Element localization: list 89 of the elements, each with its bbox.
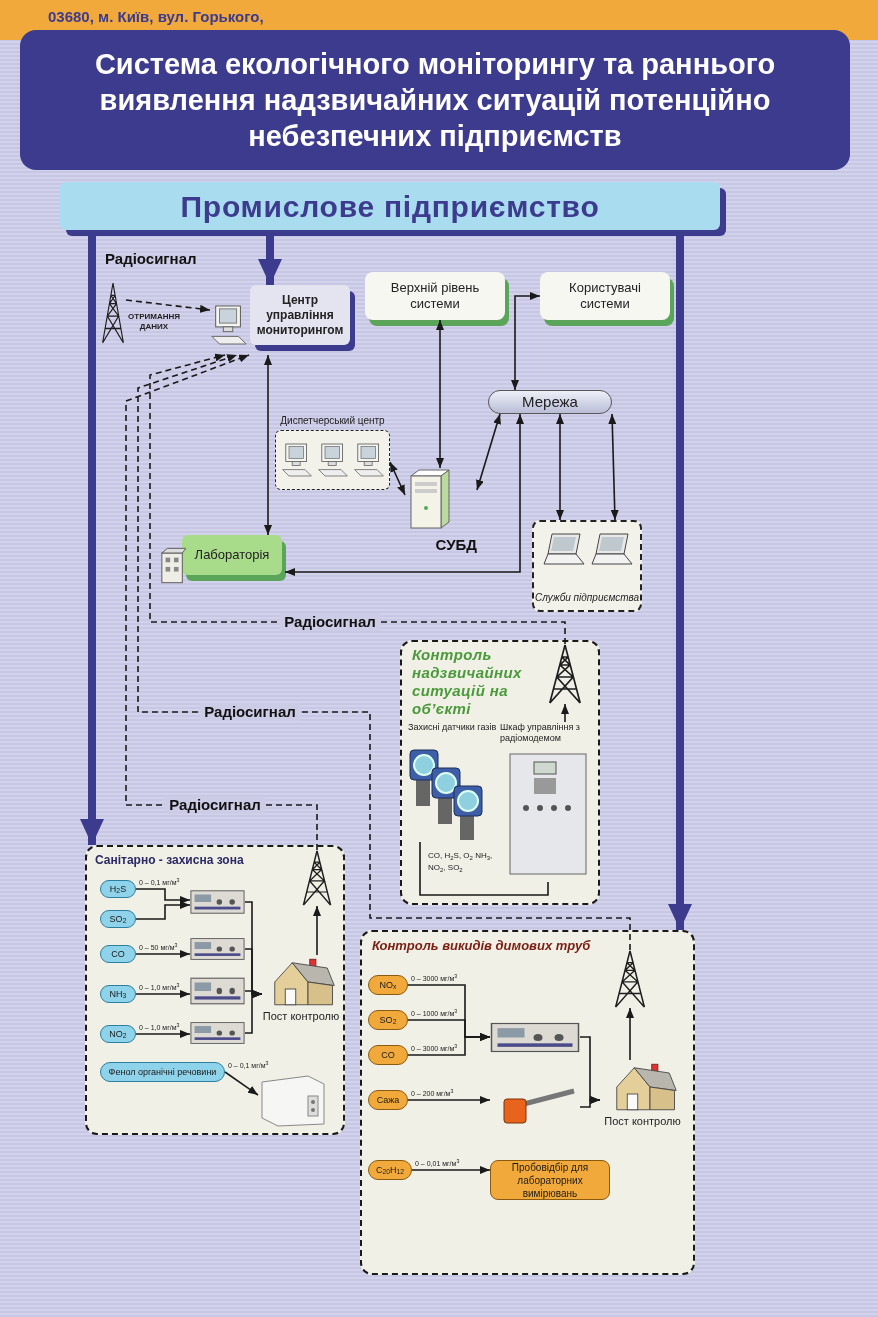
radio-tower-icon <box>100 282 126 344</box>
node-label: Пост контролю <box>262 1009 340 1023</box>
arrow <box>264 354 272 536</box>
node-label: CO <box>381 1049 395 1061</box>
analyzer-icon <box>190 936 245 962</box>
dashed-panel <box>85 845 345 1135</box>
label-box <box>490 1160 610 1200</box>
arrow <box>407 1096 491 1104</box>
arrow <box>135 1030 191 1038</box>
radio-tower-icon <box>300 850 334 906</box>
node-label: SO$_{2}$ <box>379 1014 397 1026</box>
analyzer-icon <box>490 1020 580 1055</box>
network-bar <box>488 390 612 414</box>
band-title: Промислове підприємство <box>180 188 600 225</box>
arrow <box>313 905 321 956</box>
arrow <box>476 413 501 491</box>
arrow <box>389 461 406 496</box>
gas-pill <box>100 945 136 963</box>
dashed-panel <box>532 520 642 612</box>
signal-label: Радіосигнал <box>105 249 197 269</box>
arrow <box>561 703 569 723</box>
arrow <box>135 990 191 998</box>
gas-pill <box>100 910 136 928</box>
gas-pill <box>100 985 136 1003</box>
arrow <box>411 1166 491 1174</box>
address-text: 03680, м. Київ, вул. Горького, <box>48 7 264 27</box>
panel-heading: Контроль надзвичайних ситуацій на об’єкті <box>412 646 523 718</box>
gas-pill <box>368 1045 408 1065</box>
arrow <box>608 413 619 521</box>
node-label: Користувачі системи <box>568 280 642 312</box>
radio-tower-icon <box>546 644 584 704</box>
gas-pill <box>368 975 408 995</box>
node-label: SO$_{2}$ <box>109 913 127 925</box>
analyzer-icon <box>258 1072 328 1127</box>
node-label: СУБД <box>435 536 477 554</box>
arrow <box>224 1071 259 1096</box>
arrow <box>284 413 524 576</box>
node-label: Мережа <box>522 393 578 411</box>
dashed-arrow <box>137 354 631 951</box>
arrow <box>135 888 191 904</box>
arrow <box>511 292 541 391</box>
node-label: NH$_{3}$ <box>109 988 127 1000</box>
node-label: NO$_{x}$ <box>379 979 397 991</box>
node-label: H$_{2}$S <box>109 883 127 895</box>
node-label: Шкаф управління з радіомодемом <box>500 722 581 744</box>
node-label: Пробовідбір для лабораторних вимірювань <box>510 1160 590 1200</box>
analyzer-icon <box>190 1020 245 1046</box>
edge-label: Радіосигнал <box>165 796 265 814</box>
node-label: Служби підприємства <box>534 592 640 604</box>
title: Система екологічного моніторингу та раннього виявлення надзвичайних ситуацій потенційно небезпечних підприємств <box>93 47 777 154</box>
node-label: Фенол органічні речовини <box>108 1066 217 1078</box>
node-label: NO$_{2}$ <box>109 1028 127 1040</box>
node-label: Лабораторія <box>194 547 270 563</box>
dashed-panel <box>360 930 695 1275</box>
node-label: Центр управління мониторингом <box>255 292 345 338</box>
gas-pill <box>368 1090 408 1110</box>
gas-pill <box>100 1062 225 1082</box>
panel-heading: Контроль викидів димових труб <box>372 938 592 954</box>
node-label: Пост контролю <box>604 1114 681 1128</box>
node-label: Сажа <box>376 1094 400 1106</box>
edge-label: Радіосигнал <box>280 613 380 631</box>
node-label: C$_{20}$H$_{12}$ <box>376 1164 404 1176</box>
arrow <box>407 1033 491 1056</box>
arrow <box>579 1096 601 1108</box>
arrow <box>436 319 444 469</box>
arrow <box>135 950 191 958</box>
arrow <box>80 230 104 845</box>
arrow <box>244 990 263 1034</box>
gas-list: CO, H$_{2}$S, O$_{2}$ NH$_{3}$, NO$_{2}$, SO$_{2}$ <box>428 850 498 874</box>
gas-pill <box>368 1160 412 1180</box>
arrow <box>135 901 191 920</box>
gas-pill <box>368 1010 408 1030</box>
gas-pill <box>100 880 136 898</box>
edge-label: Радіосигнал <box>200 703 300 721</box>
beside-label: ОТРИМАННЯ ДАНИХ <box>128 312 180 332</box>
panel-heading: Диспетчерський центр <box>279 414 386 427</box>
node-label: CO <box>111 948 125 960</box>
radio-tower-icon <box>612 950 648 1008</box>
connector-line <box>419 841 549 896</box>
arrow <box>626 1007 634 1061</box>
node-label: Верхній рівень системи <box>389 280 481 312</box>
analyzer-icon <box>190 888 245 916</box>
node-label: Захисні датчики газів <box>408 722 498 733</box>
gas-pill <box>100 1025 136 1043</box>
analyzer-icon <box>190 975 245 1007</box>
dashed-panel <box>400 640 600 905</box>
arrow <box>556 413 564 521</box>
dashed-arrow <box>125 299 211 313</box>
panel-heading: Санітарно - захисна зона <box>95 853 245 868</box>
